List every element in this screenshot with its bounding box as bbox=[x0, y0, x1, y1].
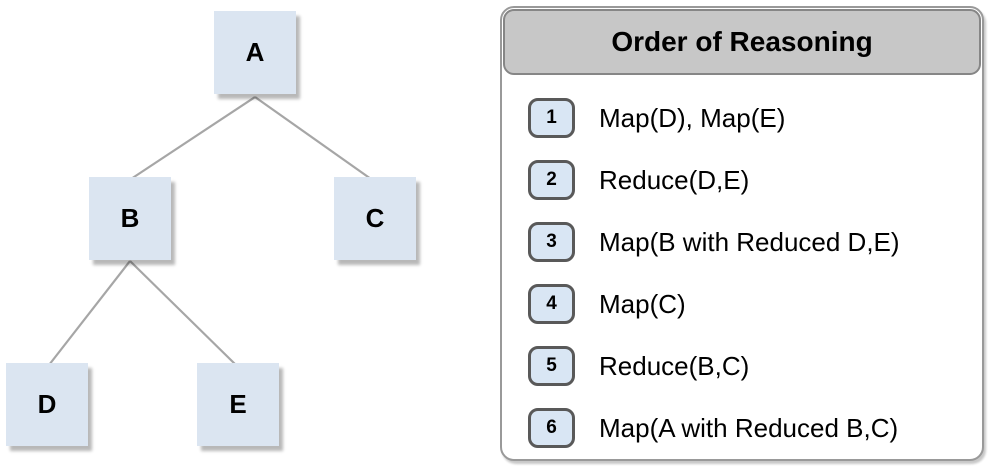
legend-step-1: 1 Map(D), Map(E) bbox=[528, 87, 966, 149]
tree-node-e: E bbox=[197, 363, 279, 446]
tree-node-b: B bbox=[89, 177, 171, 260]
legend-step-5: 5 Reduce(B,C) bbox=[528, 335, 966, 397]
tree-node-d: D bbox=[6, 363, 88, 446]
edge-a-b bbox=[130, 96, 256, 180]
edge-b-e bbox=[129, 260, 237, 366]
step-1-text: Map(D), Map(E) bbox=[599, 102, 786, 133]
legend-header: Order of Reasoning bbox=[503, 9, 981, 75]
step-6-number-badge: 6 bbox=[528, 408, 575, 448]
tree-node-a: A bbox=[214, 11, 296, 94]
tree-node-d-label: D bbox=[37, 389, 57, 419]
edge-b-d bbox=[48, 260, 131, 366]
legend-step-6: 6 Map(A with Reduced B,C) bbox=[528, 397, 966, 459]
step-4-number-badge: 4 bbox=[528, 284, 575, 324]
step-6-text: Map(A with Reduced B,C) bbox=[599, 412, 899, 443]
legend-step-4: 4 Map(C) bbox=[528, 273, 966, 335]
step-2-number-badge: 2 bbox=[528, 160, 575, 200]
edge-a-c bbox=[254, 96, 372, 180]
legend-step-2: 2 Reduce(D,E) bbox=[528, 149, 966, 211]
step-3-text: Map(B with Reduced D,E) bbox=[599, 226, 900, 257]
tree-edges bbox=[48, 96, 372, 366]
step-3-number-badge: 3 bbox=[528, 222, 575, 262]
tree-node-c: C bbox=[334, 177, 416, 260]
step-5-number-badge: 5 bbox=[528, 346, 575, 386]
tree-node-a-label: A bbox=[245, 37, 265, 67]
step-5-text: Reduce(B,C) bbox=[599, 350, 750, 381]
step-4-text: Map(C) bbox=[599, 288, 686, 319]
legend-steps: 1 Map(D), Map(E) 2 Reduce(D,E) 3 Map(B w… bbox=[528, 87, 966, 459]
tree-node-b-label: B bbox=[120, 203, 140, 233]
legend-step-3: 3 Map(B with Reduced D,E) bbox=[528, 211, 966, 273]
tree-node-e-label: E bbox=[229, 389, 247, 419]
legend-title: Order of Reasoning bbox=[611, 26, 873, 57]
step-1-number-badge: 1 bbox=[528, 98, 575, 138]
legend-panel: Order of Reasoning 1 Map(D), Map(E) 2 Re… bbox=[500, 6, 984, 461]
tree-node-c-label: C bbox=[365, 203, 385, 233]
step-2-text: Reduce(D,E) bbox=[599, 164, 750, 195]
